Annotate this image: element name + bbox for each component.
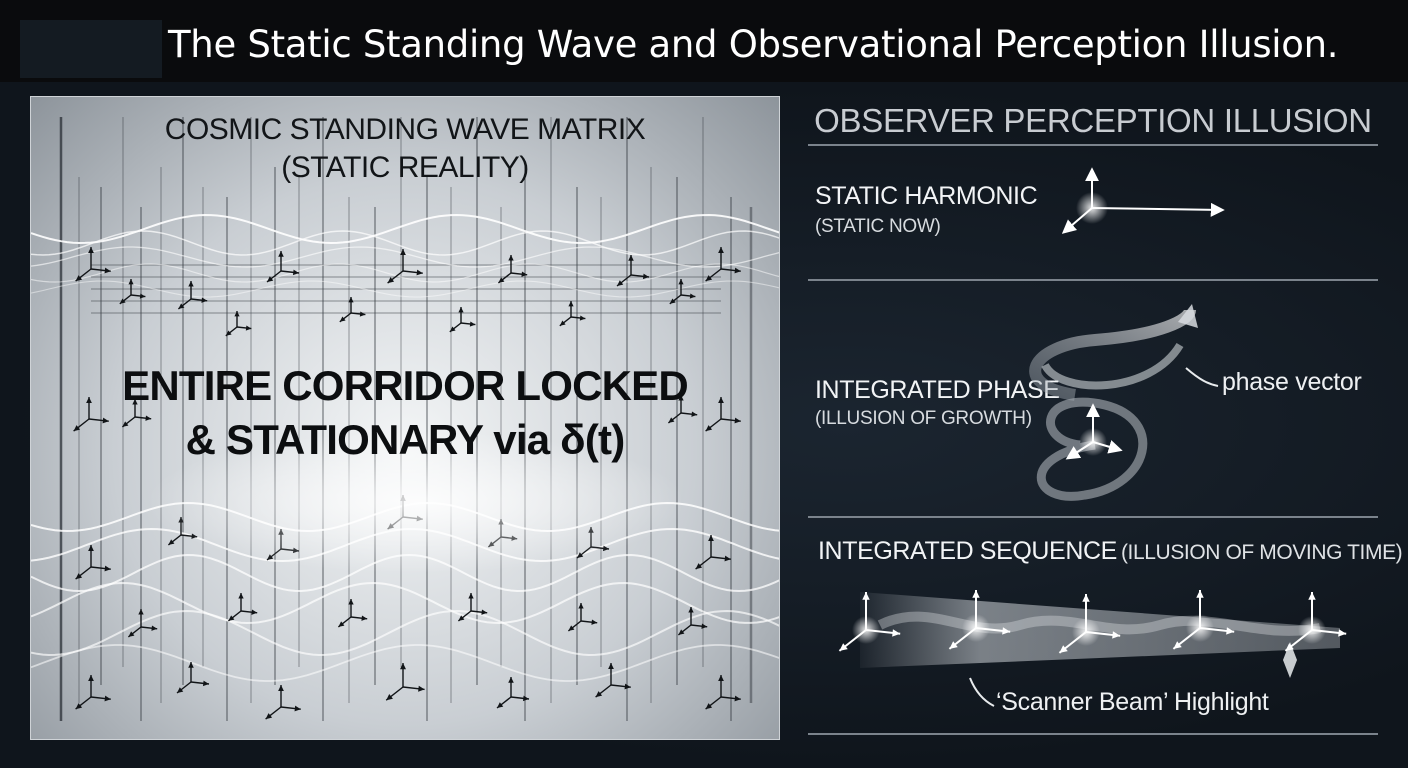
axes-triad-icon <box>457 593 488 622</box>
divider-bottom <box>808 733 1378 735</box>
standing-wave <box>31 280 779 298</box>
integrated-sequence-heading: INTEGRATED SEQUENCE (ILLUSION OF MOVING … <box>818 537 1403 566</box>
axes-triad-icon <box>705 397 741 432</box>
axes-triad-icon <box>616 255 650 287</box>
axes-triad-icon <box>75 675 111 710</box>
axes-triad-icon <box>385 663 425 701</box>
axes-triad-icon <box>667 395 698 424</box>
divider-static <box>808 279 1378 281</box>
matrix-title-line2: (STATIC REALITY) <box>281 151 529 184</box>
standing-wave <box>31 213 779 245</box>
axes-triad-icon <box>266 251 300 283</box>
divider-top <box>808 144 1378 146</box>
axes-triad-icon <box>75 247 111 282</box>
divider-phase <box>808 516 1378 518</box>
title-bar: The Static Standing Wave and Observation… <box>0 0 1408 82</box>
axes-triad-icon <box>265 685 301 720</box>
scanner-beam-annotation: ‘Scanner Beam’ Highlight <box>996 688 1269 716</box>
axes-triad-icon <box>176 662 210 694</box>
axes-triad-icon <box>75 545 111 580</box>
corridor-locked-line2: & STATIONARY via δ(t) <box>185 416 626 463</box>
axes-triad-icon <box>497 255 528 284</box>
axes-triad-icon <box>227 593 258 622</box>
axes-triad-icon <box>695 535 731 570</box>
axes-triad-icon <box>496 677 530 709</box>
axes-triad-icon <box>127 609 158 638</box>
standing-wave <box>31 263 779 283</box>
axes-triad-icon <box>339 297 366 323</box>
standing-wave <box>31 246 779 268</box>
axes-triad-icon <box>705 247 741 282</box>
standing-wave <box>31 644 779 682</box>
axes-triad-icon <box>121 399 152 428</box>
page-title: The Static Standing Wave and Observation… <box>168 23 1339 66</box>
axes-triad-icon <box>119 279 146 305</box>
axes-triad-icon <box>387 249 423 284</box>
axes-triad-icon <box>677 607 708 636</box>
integrated-phase-sublabel: (ILLUSION OF GROWTH) <box>815 408 1032 429</box>
standing-wave <box>31 609 779 657</box>
corridor-locked-line1: ENTIRE CORRIDOR LOCKED <box>122 362 689 409</box>
axes-triad-icon <box>559 301 586 327</box>
axes-triad-icon <box>337 599 368 628</box>
phase-vector-annotation: phase vector <box>1222 368 1362 396</box>
matrix-title-line1: COSMIC STANDING WAVE MATRIX <box>164 113 646 146</box>
axes-triad-icon <box>73 397 109 432</box>
axes-triad-icon <box>177 281 208 310</box>
integrated-phase-label: INTEGRATED PHASE <box>815 376 1060 404</box>
center-glow <box>151 432 681 572</box>
axes-triad-icon <box>705 675 741 710</box>
standing-wave-matrix-panel: COSMIC STANDING WAVE MATRIX (STATIC REAL… <box>30 96 780 740</box>
axes-triad-icon <box>595 663 631 698</box>
static-harmonic-sublabel: (STATIC NOW) <box>815 216 941 237</box>
integrated-sequence-label: INTEGRATED SEQUENCE <box>818 537 1117 565</box>
axes-triad-icon <box>567 603 598 632</box>
observer-heading: OBSERVER PERCEPTION ILLUSION <box>814 102 1372 139</box>
title-bar-block <box>20 20 162 78</box>
axes-triad-icon <box>669 279 696 305</box>
axes-triad-icon <box>225 311 252 337</box>
static-harmonic-label: STATIC HARMONIC <box>815 182 1038 210</box>
axes-triad-icon <box>449 307 476 333</box>
standing-wave <box>31 581 779 625</box>
integrated-sequence-sublabel: (ILLUSION OF MOVING TIME) <box>1120 541 1403 564</box>
standing-wave <box>31 230 779 256</box>
